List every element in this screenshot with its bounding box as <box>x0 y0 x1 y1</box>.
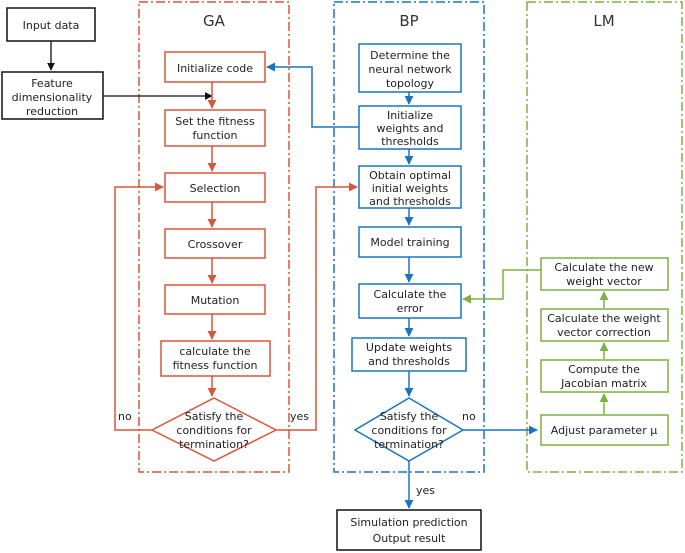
svg-text:vector correction: vector correction <box>557 326 651 339</box>
lm-compute-jacobian-node: Compute the Jacobian matrix <box>540 359 669 393</box>
svg-text:termination?: termination? <box>179 438 249 451</box>
lm-calc-weight-corr-node: Calculate the weight vector correction <box>540 308 669 342</box>
bp-calc-error-node: Calculate the error <box>358 283 462 319</box>
svg-text:error: error <box>397 302 424 315</box>
svg-text:fitness function: fitness function <box>173 359 258 372</box>
svg-text:dimensionality: dimensionality <box>12 91 93 104</box>
svg-text:weights and: weights and <box>376 122 443 135</box>
input-data-node: Input data <box>6 7 96 42</box>
svg-text:reduction: reduction <box>26 105 78 118</box>
svg-text:weight vector: weight vector <box>566 275 642 288</box>
bp-update-weights-node: Update weights and thresholds <box>351 337 467 372</box>
ga-crossover-node: Crossover <box>164 228 266 259</box>
output-node: Simulation prediction Output result <box>336 509 482 551</box>
svg-text:Set the fitness: Set the fitness <box>175 115 255 128</box>
ga-section <box>138 1 290 473</box>
svg-text:initial weights: initial weights <box>372 182 449 195</box>
svg-text:Update weights: Update weights <box>366 341 452 354</box>
ga-no-loop <box>114 182 164 431</box>
bp-termination-decision: Satisfy the conditions for termination? <box>353 397 465 462</box>
bp-to-ga-init-arrow <box>266 62 359 128</box>
svg-text:Simulation prediction: Simulation prediction <box>350 516 467 529</box>
svg-text:function: function <box>193 129 238 142</box>
ga-termination-decision: Satisfy the conditions for termination? <box>150 397 278 462</box>
svg-text:Calculate the: Calculate the <box>374 288 447 301</box>
svg-text:Calculate the weight: Calculate the weight <box>547 312 661 325</box>
bp-yes-label: yes <box>416 484 435 497</box>
bp-determine-topology-node: Determine the neural network topology <box>358 43 462 93</box>
svg-text:termination?: termination? <box>374 438 444 451</box>
svg-text:and thresholds: and thresholds <box>368 355 450 368</box>
svg-text:and thresholds: and thresholds <box>369 195 451 208</box>
svg-text:Mutation: Mutation <box>191 294 240 307</box>
ga-mutation-node: Mutation <box>164 284 266 315</box>
lm-to-bp-error <box>462 269 541 304</box>
svg-text:Selection: Selection <box>190 182 241 195</box>
svg-text:Input data: Input data <box>23 19 80 32</box>
svg-text:Model training: Model training <box>370 236 449 249</box>
svg-text:conditions for: conditions for <box>176 424 252 437</box>
svg-text:Crossover: Crossover <box>188 238 243 251</box>
svg-text:Output result: Output result <box>373 532 447 545</box>
ga-initialize-code-node: Initialize code <box>164 51 266 83</box>
bp-model-training-node: Model training <box>358 226 462 258</box>
svg-text:Jacobian matrix: Jacobian matrix <box>560 377 647 390</box>
ga-yes-to-bp <box>276 182 358 431</box>
svg-text:calculate the: calculate the <box>179 345 251 358</box>
bp-section <box>333 1 485 473</box>
bp-obtain-optimal-node: Obtain optimal initial weights and thres… <box>358 165 462 209</box>
lm-title: LM <box>593 12 614 30</box>
svg-text:topology: topology <box>386 77 435 90</box>
bp-title: BP <box>399 12 418 30</box>
ga-title: GA <box>203 12 226 30</box>
lm-adjust-mu-node: Adjust parameter μ <box>540 414 669 446</box>
ga-yes-label: yes <box>290 410 309 423</box>
svg-text:Calculate the new: Calculate the new <box>554 261 653 274</box>
lm-calc-new-weight-node: Calculate the new weight vector <box>540 257 669 291</box>
svg-text:Adjust parameter μ: Adjust parameter μ <box>551 424 657 437</box>
ga-set-fitness-node: Set the fitness function <box>164 109 266 147</box>
svg-text:Satisfy the: Satisfy the <box>380 410 439 423</box>
svg-text:Feature: Feature <box>31 77 73 90</box>
svg-text:thresholds: thresholds <box>381 135 439 148</box>
svg-text:conditions for: conditions for <box>371 424 447 437</box>
svg-text:Compute the: Compute the <box>568 363 640 376</box>
lm-section <box>526 1 683 473</box>
svg-text:Determine the: Determine the <box>370 49 450 62</box>
svg-text:Obtain optimal: Obtain optimal <box>369 169 451 182</box>
svg-text:Initialize code: Initialize code <box>177 62 253 75</box>
svg-text:Initialize: Initialize <box>387 109 433 122</box>
bp-no-label: no <box>462 410 476 423</box>
ga-selection-node: Selection <box>164 172 266 203</box>
feature-dim-node: Feature dimensionality reduction <box>1 71 104 120</box>
ga-calc-fitness-node: calculate the fitness function <box>160 340 271 377</box>
ga-no-label: no <box>118 410 132 423</box>
bp-init-weights-node: Initialize weights and thresholds <box>358 105 462 150</box>
svg-text:Satisfy the: Satisfy the <box>185 410 244 423</box>
svg-text:neural network: neural network <box>368 63 452 76</box>
